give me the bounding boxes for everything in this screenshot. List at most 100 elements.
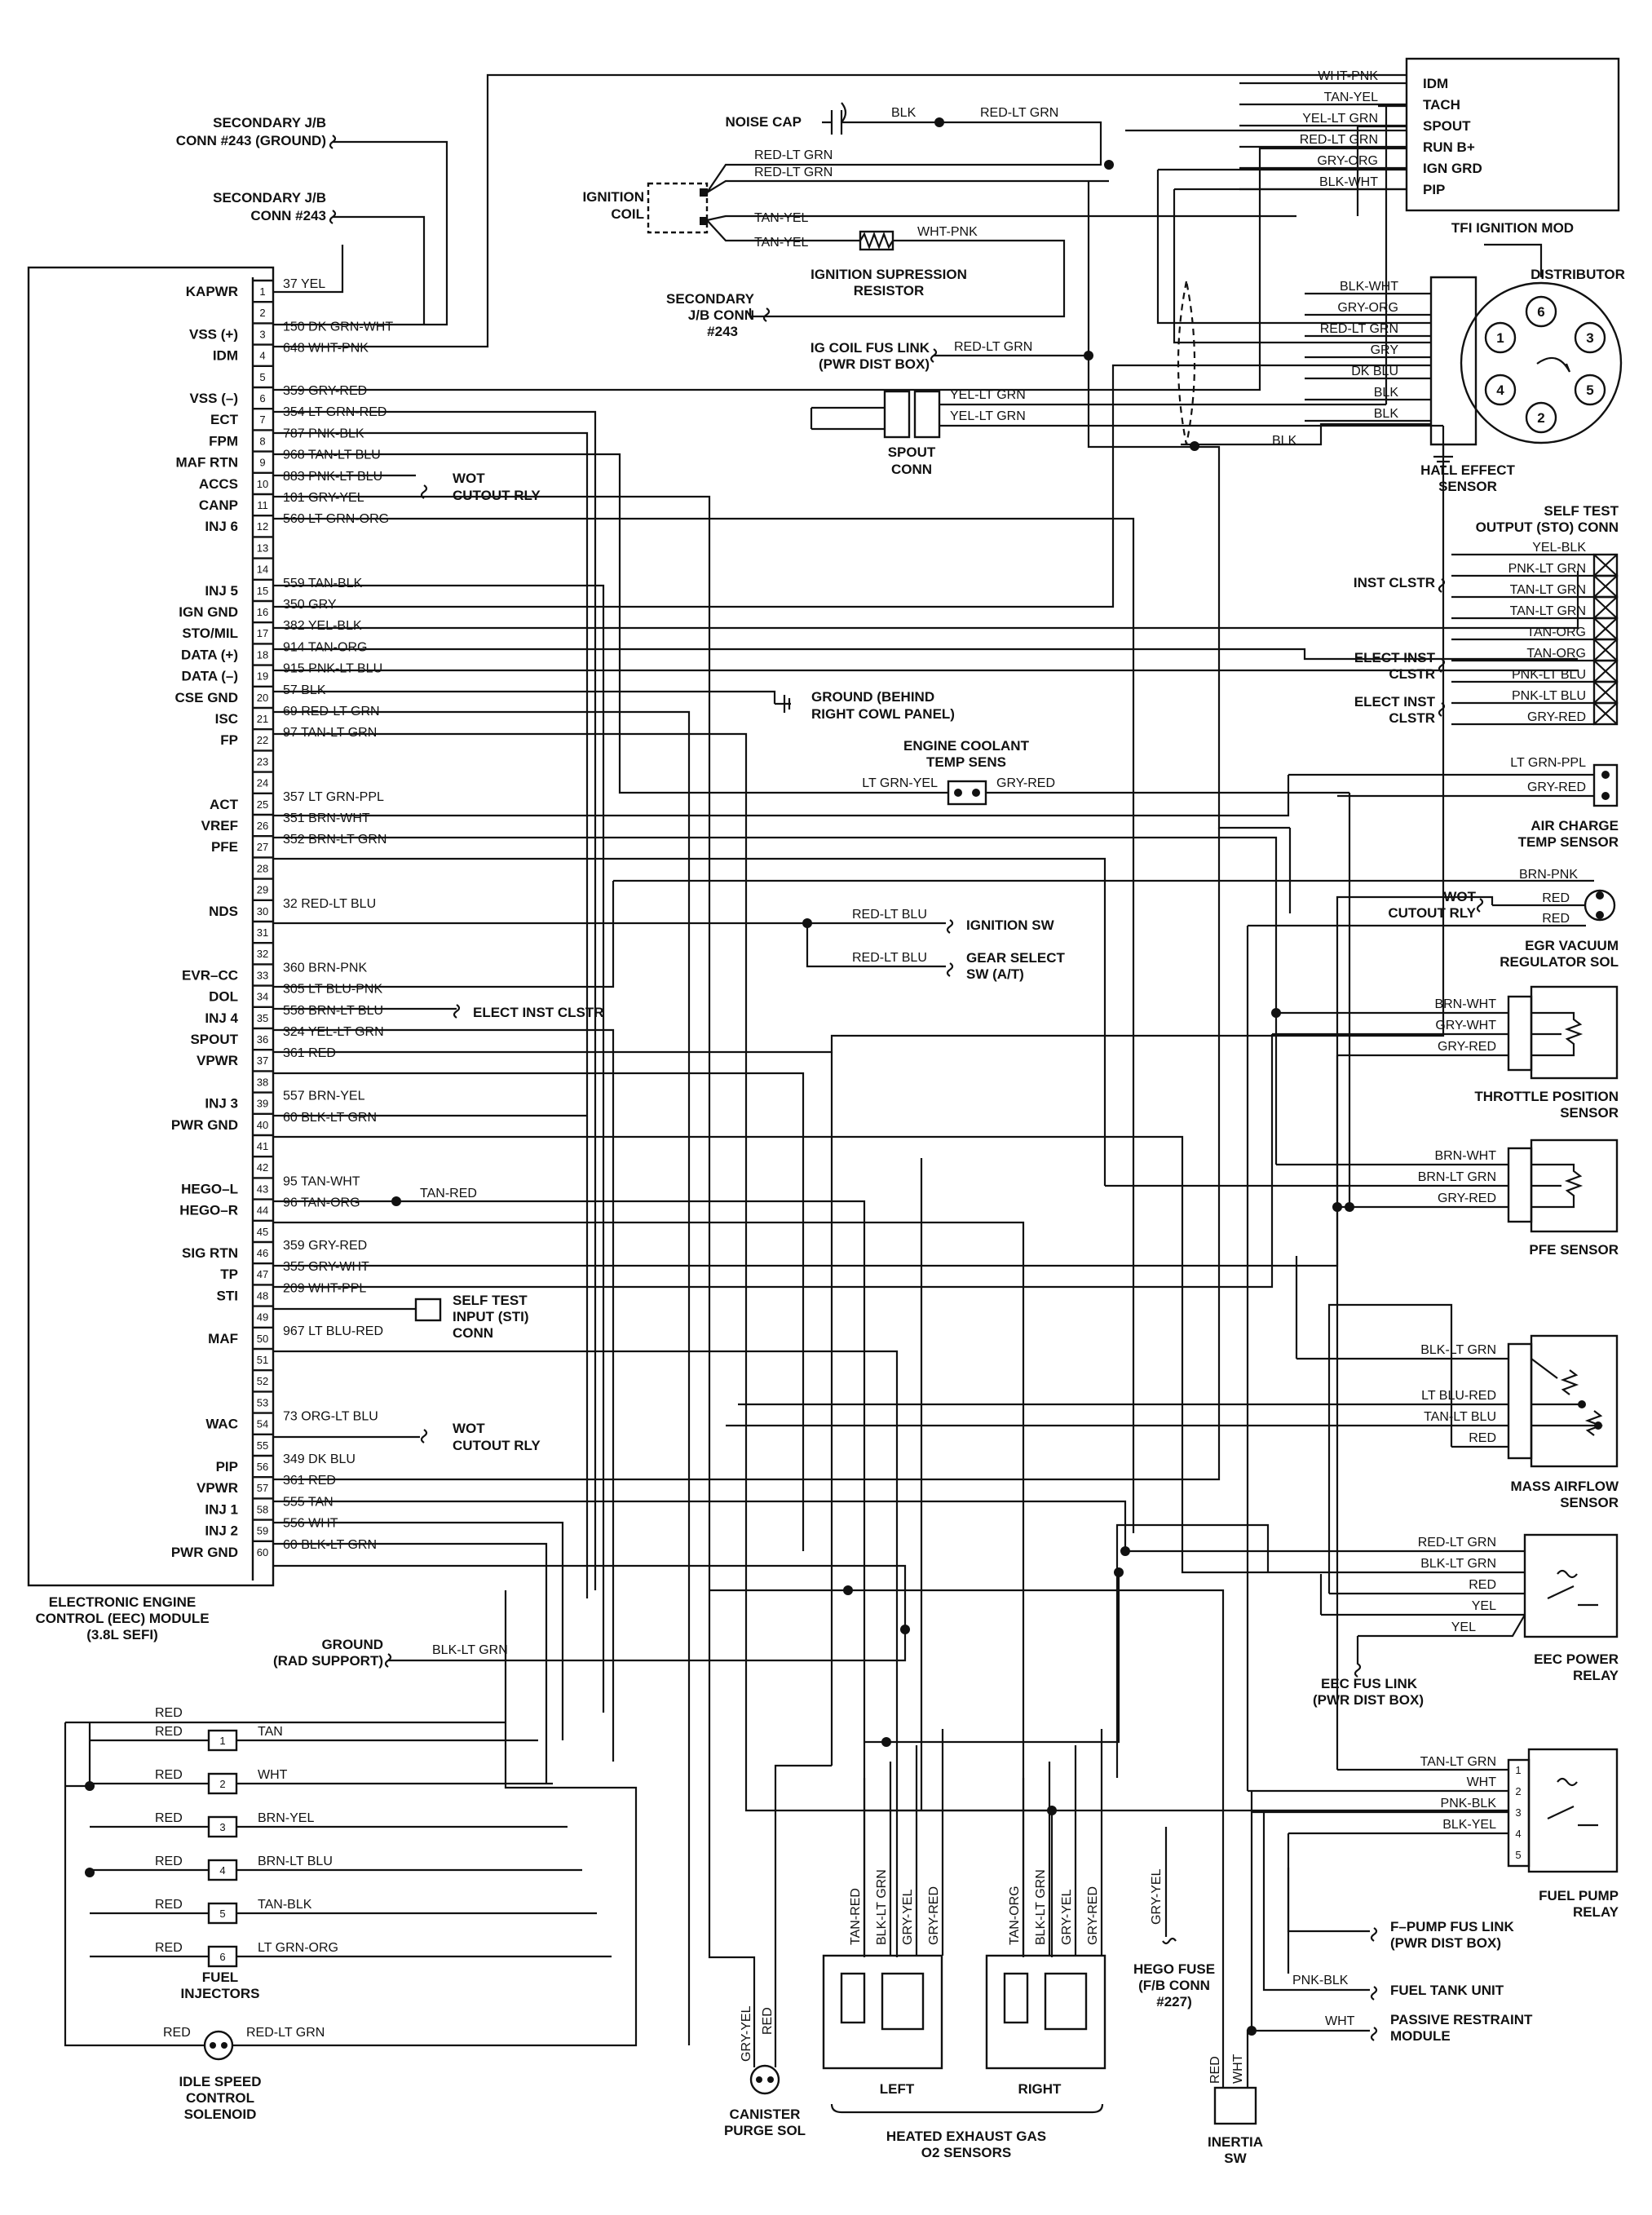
pin-number: 25 <box>257 798 268 811</box>
sto-wire-label: PNK-LT BLU <box>1512 668 1586 682</box>
o2-right-heater <box>1044 1972 1088 2031</box>
wot-cutout-2-label-2: CUTOUT RLY <box>453 1438 541 1453</box>
suppression-resistor <box>749 231 1066 318</box>
idle-solenoid <box>203 2030 234 2061</box>
pin-function-label: INJ 2 <box>205 1523 238 1539</box>
route-relay-feeds <box>1295 1256 1453 1615</box>
pin-number: 21 <box>257 713 268 725</box>
tps-wire-3: GRY-RED <box>1438 1040 1496 1054</box>
pin-wire-label: 97 TAN-LT GRN <box>283 726 377 740</box>
sec-jb-243-label-1: SECONDARY <box>666 291 755 307</box>
o2-wire-label: BLK-LT GRN <box>1034 1869 1048 1945</box>
distributor-terminal <box>1574 374 1606 406</box>
coil-wire-4: TAN-YEL <box>754 236 808 250</box>
sec-jb-ground-label-1: SECONDARY J/B <box>213 115 326 130</box>
ect-wires <box>618 767 1349 794</box>
sto-wire-label: GRY-RED <box>1527 710 1586 724</box>
sti-label-2: INPUT (STI) <box>453 1309 529 1324</box>
pin-number: 23 <box>257 755 268 767</box>
coil-wire-3: TAN-YEL <box>754 211 808 225</box>
sto-cell-cross <box>1593 617 1618 640</box>
pin-wire-label: 359 GRY-RED <box>283 1239 367 1253</box>
o2-brace <box>830 2103 1104 2114</box>
hego-fuse-wire: GRY-YEL <box>1150 1868 1164 1925</box>
tps-title-1: THROTTLE POSITION <box>1474 1089 1619 1104</box>
injector-right-wire: TAN <box>258 1725 283 1739</box>
pin-wire-label: 96 TAN-ORG <box>283 1196 360 1210</box>
injector-number: 4 <box>219 1864 225 1877</box>
ect-right-wire: GRY-RED <box>996 776 1055 790</box>
pin-function-label: STO/MIL <box>182 626 238 641</box>
pin-number: 32 <box>257 948 268 960</box>
inertia-switch-body <box>1213 2086 1257 2125</box>
pfe-wire-2: BRN-LT GRN <box>1418 1170 1496 1184</box>
tps-wire-2: GRY-WHT <box>1435 1019 1496 1032</box>
pin-function-label: ACCS <box>199 476 238 492</box>
pin-number: 53 <box>257 1396 268 1408</box>
tfi-pin-label: RUN B+ <box>1423 139 1475 155</box>
o2-title-2: O2 SENSORS <box>921 2145 1012 2160</box>
pin-function-label: VSS (–) <box>189 391 238 406</box>
pin-number: 6 <box>259 392 265 405</box>
tps-connector <box>1507 995 1533 1072</box>
pin-wire-label: 359 GRY-RED <box>283 384 367 398</box>
injector-number: 6 <box>219 1951 225 1963</box>
pin-wire-label: 60 BLK-LT GRN <box>283 1538 377 1552</box>
pin-number: 55 <box>257 1439 268 1452</box>
route-splice-c <box>1047 1806 1057 1815</box>
mass-airflow-sensor: BLK-LT GRN LT BLU-RED TAN-LT BLU RED MAS… <box>726 1334 1619 1510</box>
pfe-wire-1: BRN-WHT <box>1434 1149 1496 1163</box>
ground-rad-label-1: GROUND <box>321 1637 383 1652</box>
run-b-plus-bus <box>1087 181 1290 829</box>
canister-pin-2 <box>767 2076 774 2083</box>
pin-number: 12 <box>257 520 268 533</box>
pin-number: 57 <box>257 1482 268 1494</box>
tfi-wire-label: TAN-YEL <box>1324 91 1378 104</box>
pin-number: 9 <box>259 457 265 469</box>
route-ign-gnd <box>273 364 1431 608</box>
fp-relay-wires <box>1248 1768 1508 2031</box>
egr-wire-2: RED <box>1542 891 1570 905</box>
pin-function-label: INJ 4 <box>205 1010 238 1026</box>
noise-cap-red-lt-grn: RED-LT GRN <box>980 106 1058 120</box>
pin-wire-label: 360 BRN-PNK <box>283 961 367 975</box>
pin-function-label: NDS <box>209 904 238 919</box>
sto-elect-1b: CLSTR <box>1389 666 1435 682</box>
sti-label-1: SELF TEST <box>453 1293 528 1308</box>
pin-number: 11 <box>257 499 268 511</box>
fp-wire-4: BLK-YEL <box>1442 1818 1496 1832</box>
sti-label-3: CONN <box>453 1325 493 1341</box>
pin-wire-label: 559 TAN-BLK <box>283 577 363 590</box>
route-tach <box>273 147 1407 391</box>
pin-number: 47 <box>257 1268 268 1280</box>
sto-elect-2a: ELECT INST <box>1354 694 1436 710</box>
fp-relay-title-1: FUEL PUMP <box>1539 1888 1619 1903</box>
pin-number: 38 <box>257 1076 268 1088</box>
ground-cowl-label-2: RIGHT COWL PANEL) <box>811 706 955 722</box>
route-tfi-dist <box>1156 168 1431 344</box>
pin-wire-label: 914 TAN-ORG <box>283 640 367 654</box>
route-inj1 <box>273 1521 564 1740</box>
idle-title-2: CONTROL <box>186 2090 254 2106</box>
distributor-terminal <box>1484 374 1517 406</box>
sec-jb-243-label-3: #243 <box>707 324 738 339</box>
suppression-label-2: RESISTOR <box>854 283 925 298</box>
pin-number: 17 <box>257 627 268 639</box>
o2-right-label: RIGHT <box>1018 2081 1062 2097</box>
fp-relay-pin-number: 3 <box>1515 1806 1521 1819</box>
egr-wire-3: RED <box>1542 912 1570 926</box>
ect-pin-1 <box>954 789 962 797</box>
harness-routing <box>273 73 1579 2045</box>
pin-wire-label: 324 YEL-LT GRN <box>283 1025 384 1039</box>
injector-top-red: RED <box>155 1706 183 1720</box>
pin-number: 3 <box>259 328 265 340</box>
injector-right-wire: LT GRN-ORG <box>258 1941 338 1955</box>
route-fp <box>273 732 1508 1812</box>
maf-wire-4: RED <box>1469 1431 1496 1445</box>
pin-function-label: INJ 1 <box>205 1501 238 1517</box>
distributor-connector <box>1429 276 1478 446</box>
route-ect <box>273 410 597 1590</box>
